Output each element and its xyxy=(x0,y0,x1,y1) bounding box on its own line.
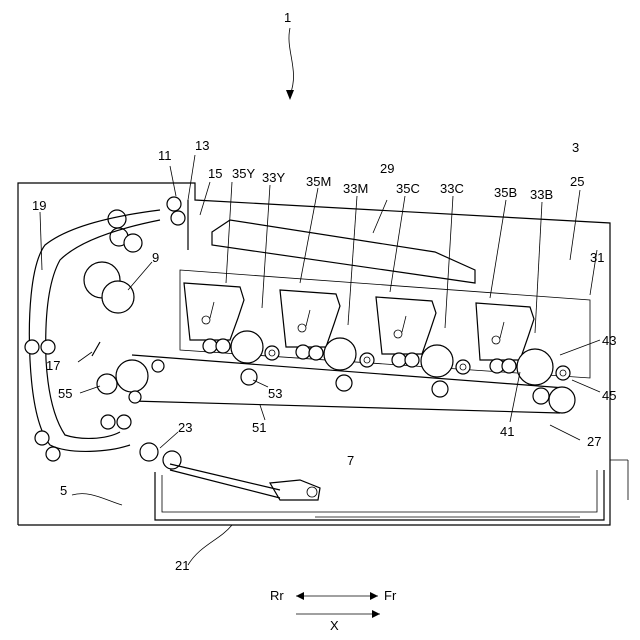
label-35B: 35B xyxy=(494,185,517,200)
label-11: 11 xyxy=(158,148,172,163)
label-33Y: 33Y xyxy=(262,170,285,185)
label-19: 19 xyxy=(32,198,46,213)
direction-indicator: Rr Fr X xyxy=(270,588,397,633)
label-53: 53 xyxy=(268,386,282,401)
label-29: 29 xyxy=(380,161,394,176)
label-33C: 33C xyxy=(440,181,464,196)
label-55: 55 xyxy=(58,386,72,401)
label-35Y: 35Y xyxy=(232,166,255,181)
label-33M: 33M xyxy=(343,181,368,196)
label-51: 51 xyxy=(252,420,266,435)
label-1: 1 xyxy=(284,10,291,25)
label-45: 45 xyxy=(602,388,616,403)
cartridge-cyan xyxy=(376,297,470,377)
label-9: 9 xyxy=(152,250,159,265)
label-7: 7 xyxy=(347,453,354,468)
label-3: 3 xyxy=(572,140,579,155)
label-5: 5 xyxy=(60,483,67,498)
label-35C: 35C xyxy=(396,181,420,196)
paper-cassette xyxy=(155,464,604,520)
rear-label: Rr xyxy=(270,588,284,603)
label-33B: 33B xyxy=(530,187,553,202)
label-15: 15 xyxy=(208,166,222,181)
label-43: 43 xyxy=(602,333,616,348)
exposure-unit xyxy=(212,220,475,283)
label-13: 13 xyxy=(195,138,209,153)
label-35M: 35M xyxy=(306,174,331,189)
label-17: 17 xyxy=(46,358,60,373)
fuser-and-discharge xyxy=(84,197,188,469)
axis-label: X xyxy=(330,618,339,633)
label-31: 31 xyxy=(590,250,604,265)
label-23: 23 xyxy=(178,420,192,435)
cartridge-black xyxy=(476,303,570,385)
label-21: 21 xyxy=(175,558,189,573)
label-25: 25 xyxy=(570,174,584,189)
front-label: Fr xyxy=(384,588,397,603)
label-41: 41 xyxy=(500,424,514,439)
label-27: 27 xyxy=(587,434,601,449)
